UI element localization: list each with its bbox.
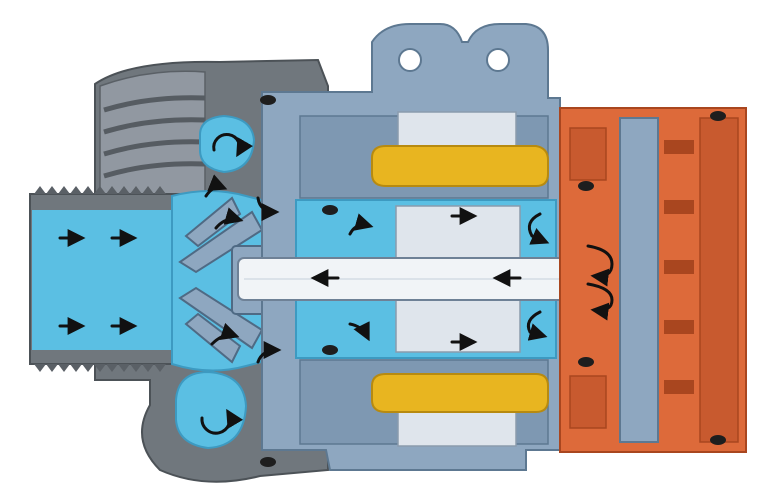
- seal-ring: [322, 345, 338, 355]
- seal-ring: [322, 205, 338, 215]
- terminal-connector-top: [569, 127, 607, 181]
- flow-arrow-icon: [256, 196, 280, 221]
- flow-arrows: [58, 132, 614, 435]
- terminal-connector-bottom: [569, 375, 607, 429]
- terminal-box-cover: [699, 117, 739, 443]
- winding-bottom: [371, 373, 549, 413]
- swirl-arrow-icon: [212, 132, 253, 158]
- flow-arrow-icon: [348, 213, 374, 236]
- return-flow-arrow-icon: [527, 212, 550, 245]
- volute-bottom-chamber: [175, 370, 248, 450]
- seal-ring: [710, 435, 726, 445]
- flow-arrow-icon: [210, 322, 240, 346]
- seal-ring: [578, 357, 594, 367]
- return-flow-arrow-icon: [586, 282, 614, 321]
- flow-arrow-icon: [256, 341, 282, 364]
- mounting-hole-left: [398, 48, 422, 72]
- terminal-box-fins: [664, 140, 694, 394]
- seal-ring: [260, 95, 276, 105]
- volute-top-chamber: [199, 114, 256, 174]
- stator: [371, 111, 549, 447]
- inlet-pipe: [29, 186, 182, 372]
- seal-ring: [710, 111, 726, 121]
- seal-ring: [578, 181, 594, 191]
- return-flow-arrow-icon: [526, 310, 548, 341]
- return-flow-arrow-icon: [586, 244, 614, 287]
- swirl-arrow-icon: [200, 408, 244, 435]
- terminal-box: [559, 107, 747, 453]
- flow-arrow-icon: [214, 207, 244, 230]
- stator-core-top: [397, 111, 517, 151]
- inlet-water-channel: [32, 210, 182, 350]
- flow-arrow-icon: [348, 321, 370, 342]
- inlet-thread-teeth: [34, 186, 166, 372]
- flow-arrow-icon: [204, 174, 228, 198]
- seals: [260, 95, 726, 467]
- threaded-connection: [99, 70, 206, 201]
- mounting-hole-right: [486, 48, 510, 72]
- winding-top: [371, 145, 549, 187]
- seal-ring: [260, 457, 276, 467]
- terminal-box-panel: [619, 117, 659, 443]
